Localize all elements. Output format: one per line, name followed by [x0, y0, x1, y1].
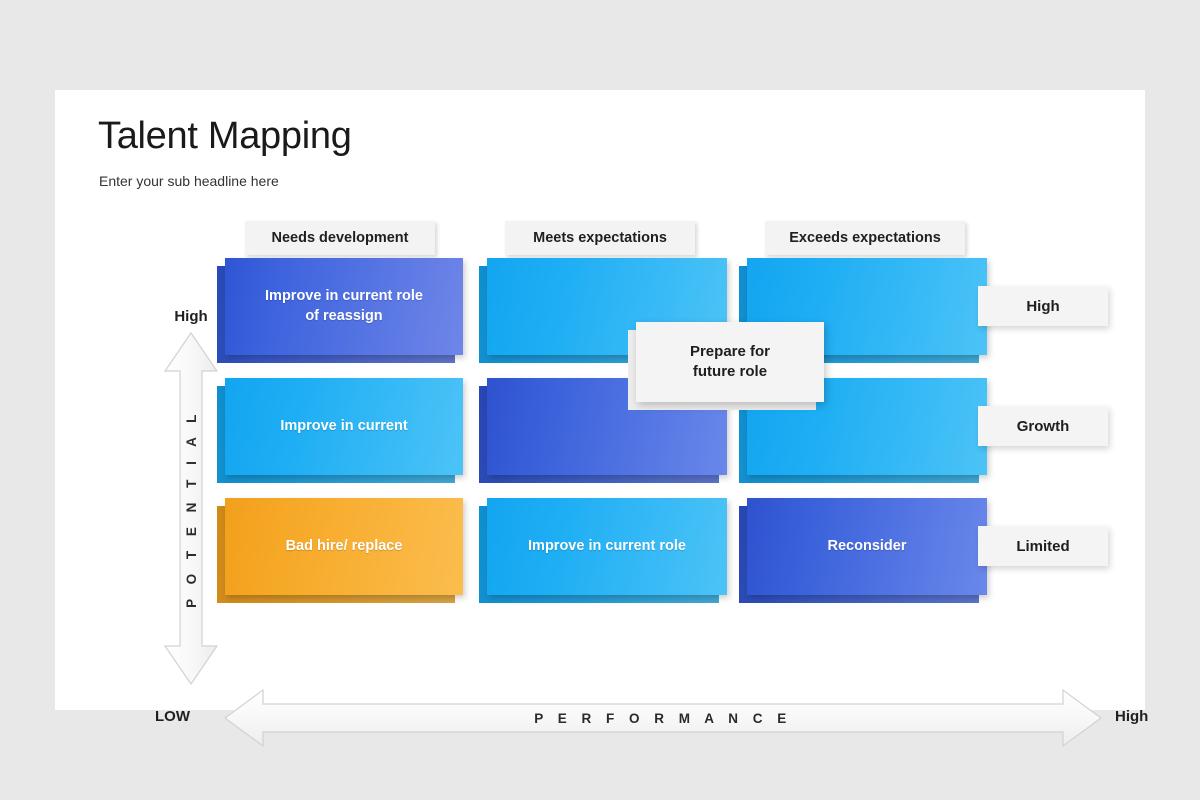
matrix-cell-label: Bad hire/ replace: [285, 537, 403, 554]
matrix-cell-r2c1[interactable]: Improve in current: [217, 378, 463, 483]
card-front-layer: Improve in current role of reassign: [225, 258, 463, 355]
page-title: Talent Mapping: [98, 115, 352, 157]
row-label-text: High: [1026, 297, 1060, 315]
row-label-text: Limited: [1016, 537, 1070, 555]
column-header-label: Exceeds expectations: [789, 230, 941, 246]
matrix-cell-label: Improve in current role of reassign: [265, 288, 423, 324]
row-label-limited[interactable]: Limited: [978, 526, 1108, 566]
vertical-axis-label: P O T E N T I A L: [183, 409, 199, 608]
column-header-meets-expectations[interactable]: Meets expectations: [505, 221, 695, 255]
horizontal-axis: P E R F O R M A N C E: [223, 688, 1103, 748]
row-label-high[interactable]: High: [978, 286, 1108, 326]
slide-panel: Talent Mapping Enter your sub headline h…: [55, 90, 1148, 748]
matrix-cell-label: Reconsider: [827, 537, 907, 554]
matrix-cell-r3c3[interactable]: Reconsider: [739, 498, 987, 603]
column-header-exceeds-expectations[interactable]: Exceeds expectations: [765, 221, 965, 255]
callout-card-prepare-for-future-role[interactable]: Prepare for future role: [628, 322, 824, 410]
row-label-growth[interactable]: Growth: [978, 406, 1108, 446]
callout-front-layer: Prepare for future role: [636, 322, 824, 402]
horizontal-axis-right-cap: High: [1115, 708, 1149, 725]
vertical-axis-top-cap: High: [174, 308, 208, 325]
matrix-cell-r1c1[interactable]: Improve in current role of reassign: [217, 258, 463, 363]
column-header-label: Needs development: [271, 230, 409, 246]
horizontal-double-arrow-icon: [223, 688, 1103, 748]
matrix-cell-r3c2[interactable]: Improve in current role: [479, 498, 727, 603]
card-front-layer: Reconsider: [747, 498, 987, 595]
column-header-needs-development[interactable]: Needs development: [245, 221, 435, 255]
matrix-cell-label: Improve in current: [280, 417, 408, 434]
column-header-label: Meets expectations: [533, 230, 667, 246]
vertical-axis: P O T E N T I A L: [163, 331, 219, 686]
row-label-text: Growth: [1016, 417, 1070, 435]
card-front-layer: Bad hire/ replace: [225, 498, 463, 595]
horizontal-axis-label: P E R F O R M A N C E: [534, 710, 792, 726]
matrix-cell-r3c1[interactable]: Bad hire/ replace: [217, 498, 463, 603]
card-front-layer: Improve in current: [225, 378, 463, 475]
matrix-cell-label: Improve in current role: [528, 537, 686, 554]
card-front-layer: Improve in current role: [487, 498, 727, 595]
callout-label: Prepare for future role: [689, 342, 771, 380]
vertical-axis-label-wrap: P O T E N T I A L: [163, 331, 219, 686]
page-subtitle: Enter your sub headline here: [99, 173, 279, 189]
vertical-double-arrow-icon: [163, 331, 219, 686]
horizontal-axis-left-cap: LOW: [155, 708, 190, 725]
